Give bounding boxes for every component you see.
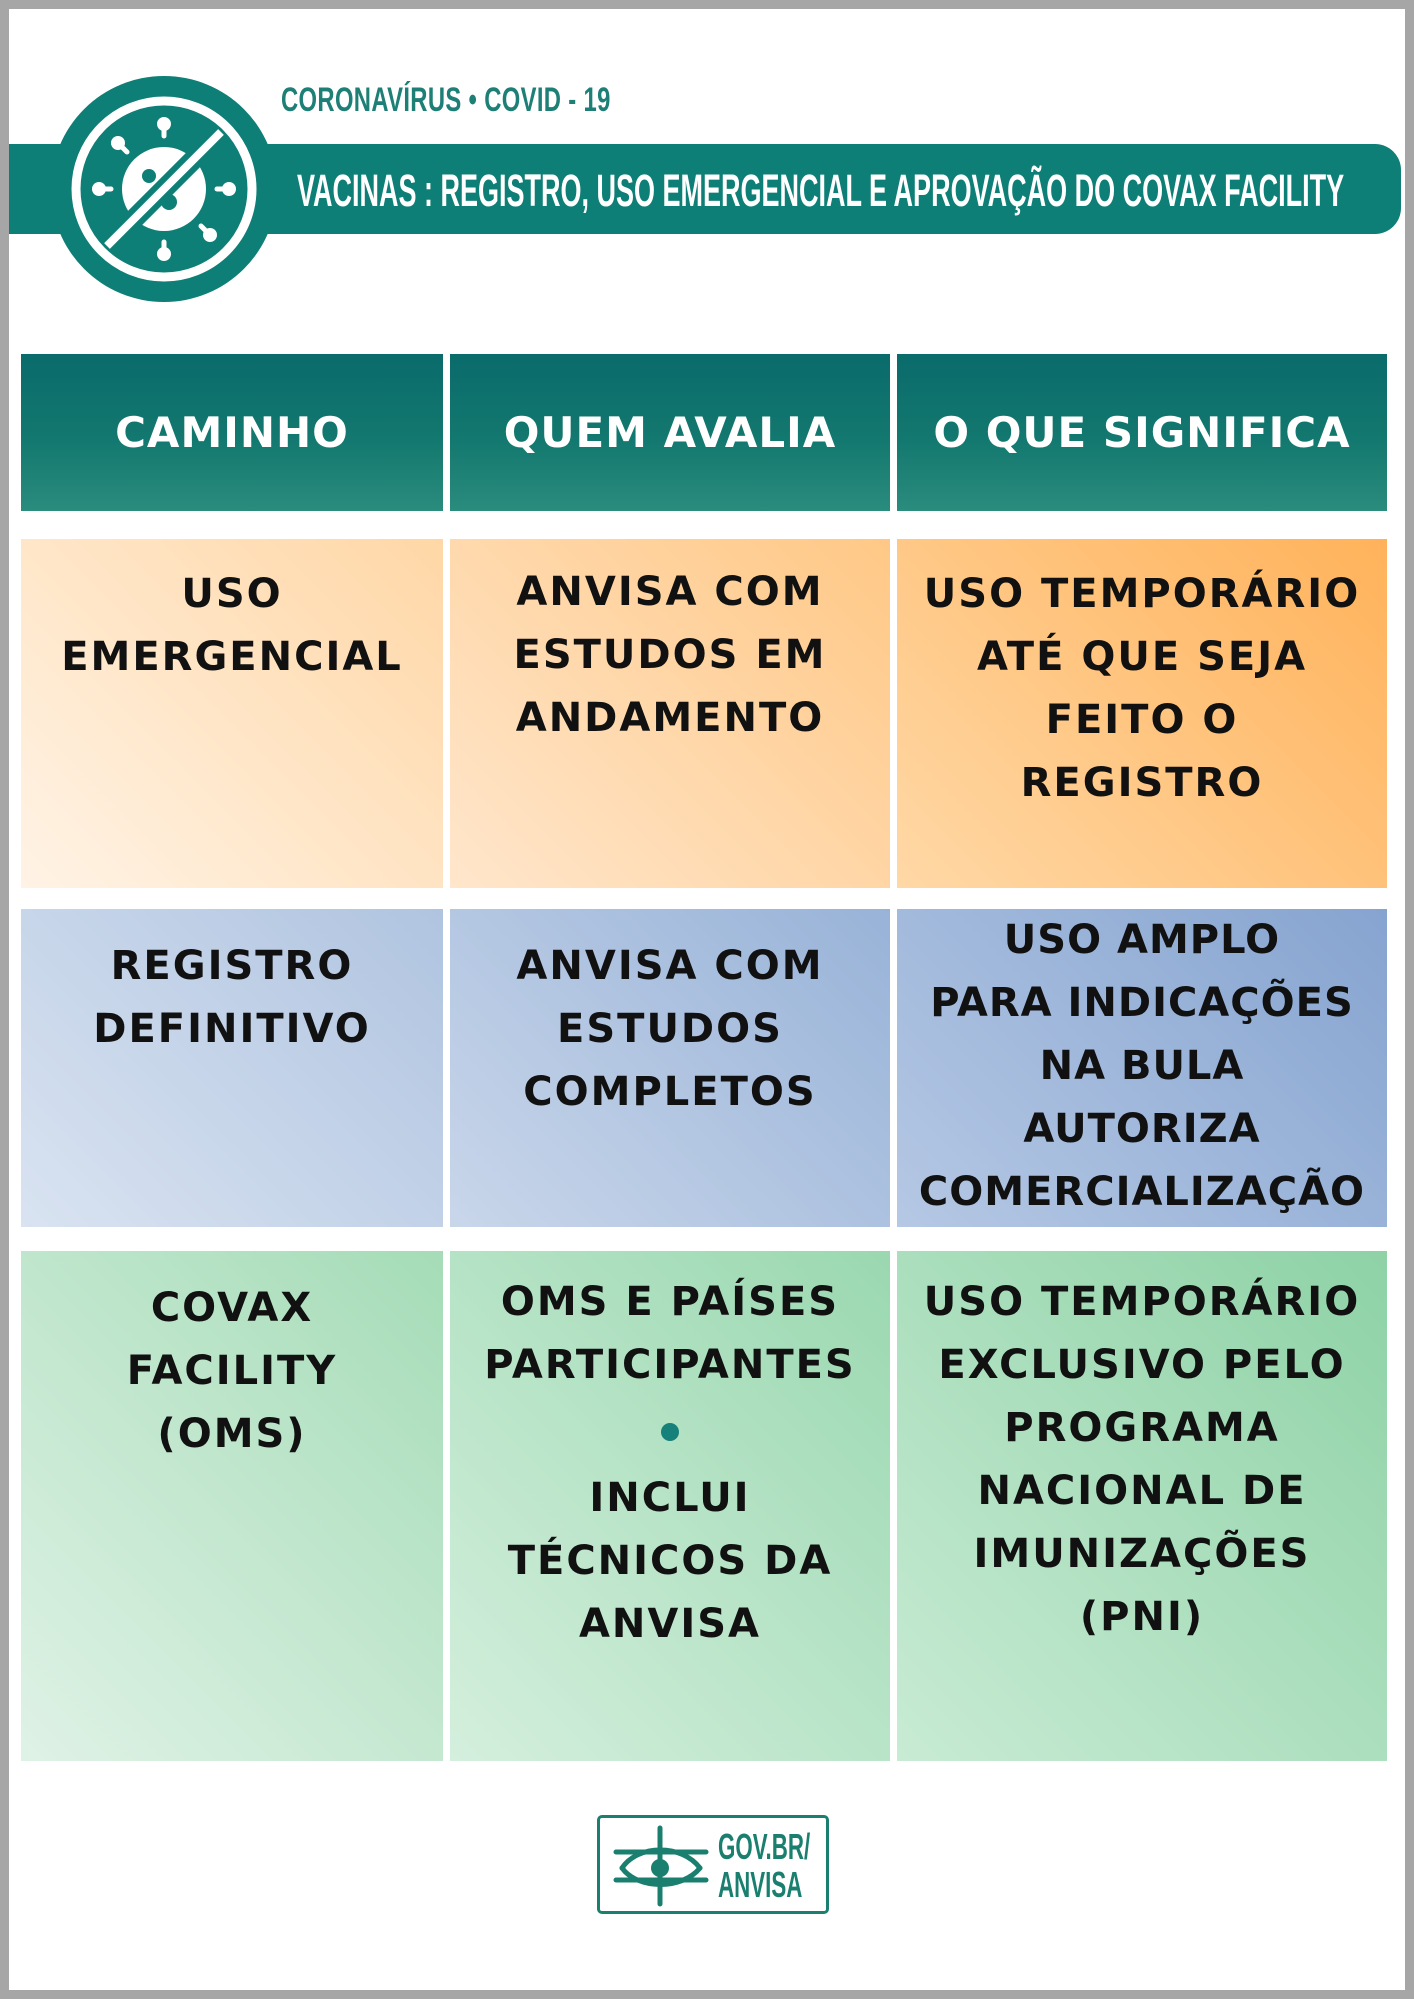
header-title: VACINAS : REGISTRO, USO EMERGENCIAL E AP…	[297, 165, 1345, 216]
cell-text: ANVISA COM ESTUDOS EM ANDAMENTO	[513, 569, 827, 741]
column-header-quem-avalia: QUEM AVALIA	[450, 354, 890, 511]
cell-text: USO TEMPORÁRIO EXCLUSIVO PELO PROGRAMA N…	[923, 1279, 1361, 1640]
cell-text: COVAX FACILITY (OMS)	[126, 1285, 338, 1457]
gov-br-anvisa-logo: GOV.BR/ ANVISA	[597, 1815, 829, 1914]
bullet-dot-icon	[660, 1423, 679, 1441]
cell-text-b: INCLUI TÉCNICOS DA ANVISA	[507, 1475, 833, 1647]
column-header-caminho: CAMINHO	[21, 354, 443, 511]
table-cell-uso-temporario: USO TEMPORÁRIO ATÉ QUE SEJA FEITO O REGI…	[897, 539, 1387, 888]
table-cell-anvisa-completos: ANVISA COM ESTUDOS COMPLETOS	[450, 909, 890, 1227]
logo-line-1: GOV.BR/	[718, 1826, 811, 1867]
no-virus-icon	[51, 76, 277, 302]
table-cell-uso-emergencial: USO EMERGENCIAL	[21, 539, 443, 888]
cell-text-a: OMS E PAÍSES PARTICIPANTES	[484, 1279, 856, 1388]
table-cell-uso-amplo: USO AMPLO PARA INDICAÇÕES NA BULA AUTORI…	[897, 909, 1387, 1227]
cell-text: USO EMERGENCIAL	[61, 571, 403, 680]
logo-line-2: ANVISA	[718, 1864, 803, 1905]
anvisa-logo-icon	[613, 1825, 709, 1907]
cell-text: USO TEMPORÁRIO ATÉ QUE SEJA FEITO O REGI…	[923, 571, 1361, 806]
table-cell-uso-exclusivo-pni: USO TEMPORÁRIO EXCLUSIVO PELO PROGRAMA N…	[897, 1251, 1387, 1761]
infographic-page: CORONAVÍRUS • COVID - 19 VACINAS : REGIS…	[9, 9, 1405, 1990]
table-cell-oms-paises: OMS E PAÍSES PARTICIPANTES INCLUI TÉCNIC…	[450, 1251, 890, 1761]
header-kicker: CORONAVÍRUS • COVID - 19	[281, 81, 611, 119]
table-cell-registro-definitivo: REGISTRO DEFINITIVO	[21, 909, 443, 1227]
table-cell-covax-facility: COVAX FACILITY (OMS)	[21, 1251, 443, 1761]
cell-text: REGISTRO DEFINITIVO	[93, 943, 371, 1052]
cell-text: ANVISA COM ESTUDOS COMPLETOS	[516, 943, 824, 1115]
column-header-significa: O QUE SIGNIFICA	[897, 354, 1387, 511]
logo-text: GOV.BR/ ANVISA	[718, 1828, 810, 1904]
cell-text: USO AMPLO PARA INDICAÇÕES NA BULA AUTORI…	[918, 917, 1366, 1215]
table-cell-anvisa-andamento: ANVISA COM ESTUDOS EM ANDAMENTO	[450, 539, 890, 888]
cell-stack: OMS E PAÍSES PARTICIPANTES INCLUI TÉCNIC…	[484, 1271, 856, 1761]
